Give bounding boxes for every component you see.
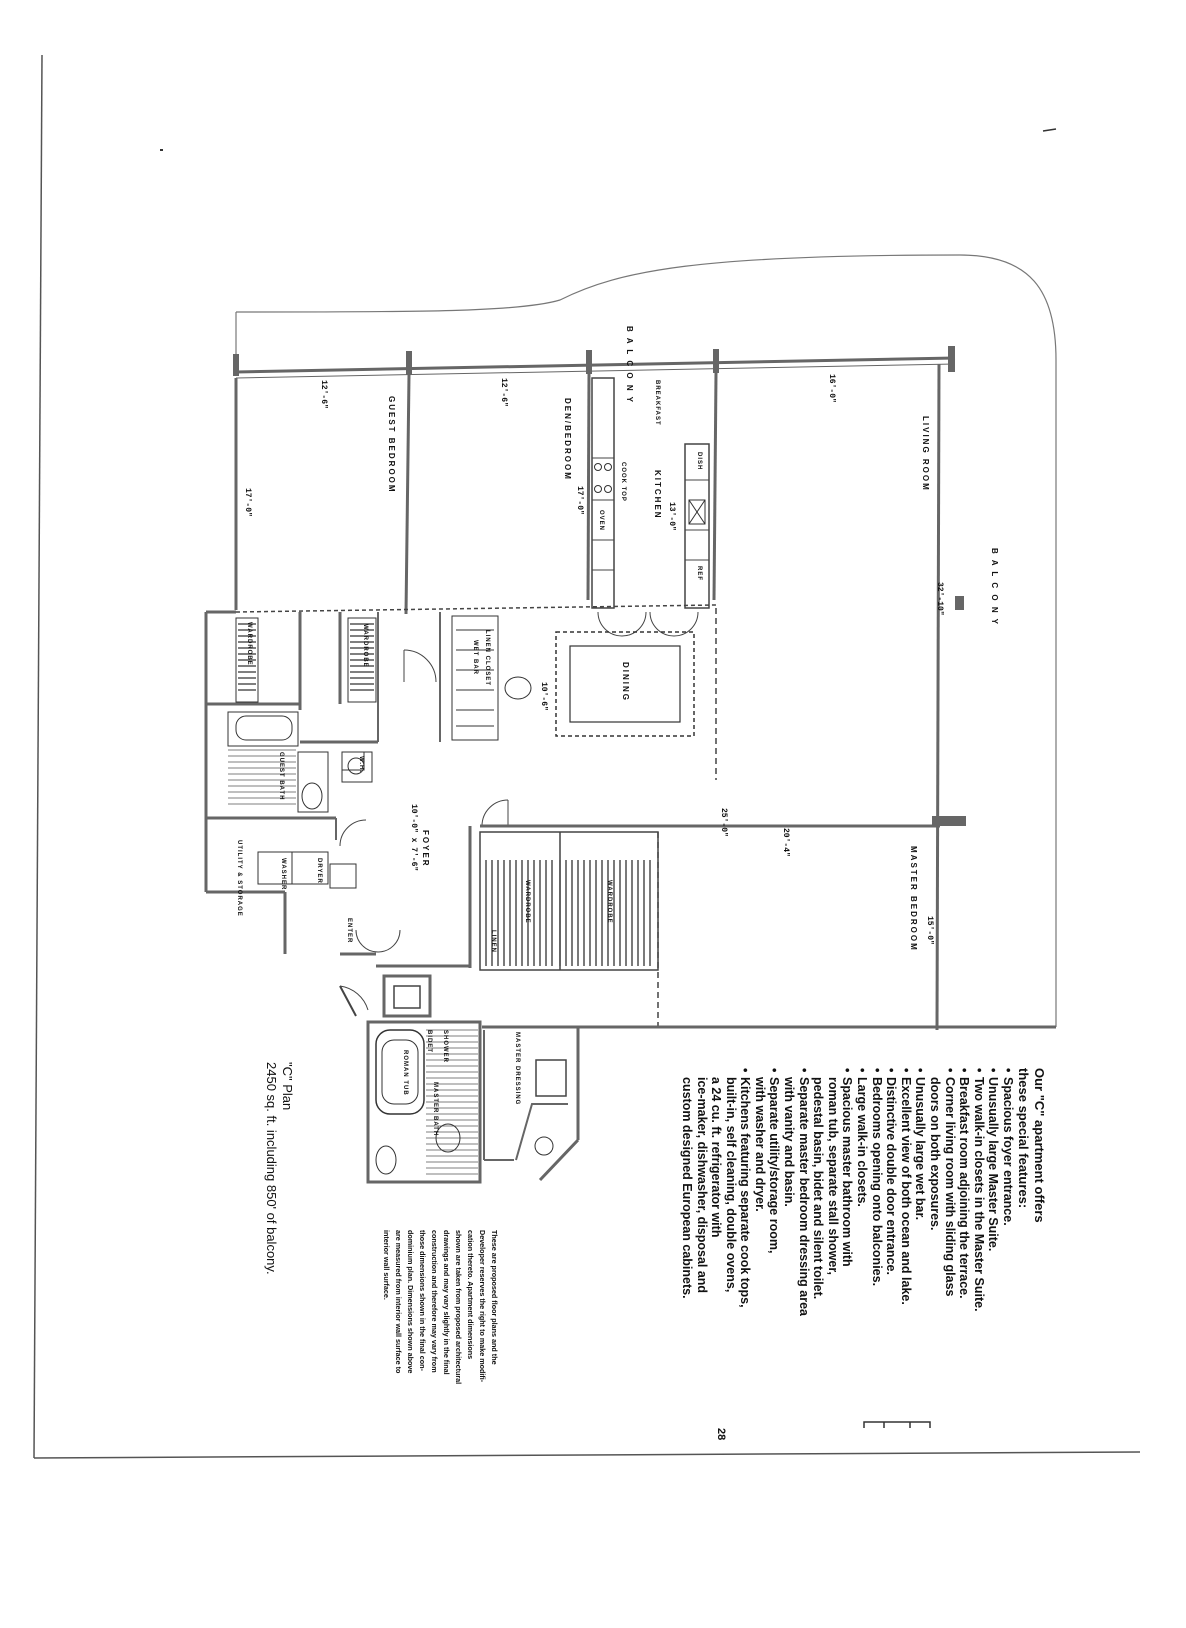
feature-item: ice-maker, dishwasher, disposal and xyxy=(694,1077,709,1294)
shower-label: SHOWER xyxy=(442,1030,448,1063)
wet-bar-label: WET BAR xyxy=(472,640,478,675)
features-intro-1: Our "C" apartment offers xyxy=(1032,1068,1047,1223)
balcony-label-right: B A L C O N Y xyxy=(990,548,999,627)
enter-label: ENTER xyxy=(346,918,352,944)
feature-item: Large walk-in closets. xyxy=(854,1068,869,1628)
guest-bedroom-width-dim: 12'-6" xyxy=(319,380,328,409)
plan-title: "C" Plan 2450 sq. ft. including 850' of … xyxy=(263,1062,295,1275)
master-bedroom-label: MASTER BEDROOM xyxy=(909,846,918,952)
disclaimer-line: are measured from interior wall surface … xyxy=(394,1230,403,1374)
wardrobe-label-2: WARDROBE xyxy=(362,624,368,668)
feature-item: Spacious foyer entrance. xyxy=(1000,1068,1015,1628)
disclaimer-line: drawings and may vary slightly in the fi… xyxy=(442,1230,451,1375)
disclaimer-line: dominium plan. Dimensions shown above xyxy=(406,1230,415,1374)
feature-item: with washer and dryer. xyxy=(752,1077,767,1212)
feature-item: Kitchens featuring separate cook tops, xyxy=(738,1068,752,1628)
balcony-label-top: B A L C O N Y xyxy=(625,326,634,405)
living-width-dim: 16'-0" xyxy=(827,374,836,403)
breakfast-label: BREAKFAST xyxy=(654,380,660,426)
roman-tub-label: ROMAN TUB xyxy=(402,1050,408,1096)
den-width-dim: 12'-6" xyxy=(499,378,508,407)
floor-plan-drawing xyxy=(33,54,1141,1459)
page-number: 28 xyxy=(715,1428,727,1441)
wardrobe-label-3: WARDROBE xyxy=(524,880,530,924)
cook-top-label: COOK TOP xyxy=(620,462,626,502)
feature-item: Bedrooms opening onto balconies. xyxy=(869,1068,884,1628)
feature-item: Two walk-in closets in the Master Suite. xyxy=(971,1068,986,1628)
feature-item: Distinctive double door entrance. xyxy=(884,1068,898,1628)
dish-label: DISH xyxy=(696,452,702,471)
foyer-label: FOYER xyxy=(421,830,430,868)
dining-label: DINING xyxy=(621,662,630,702)
oven-label: OVEN xyxy=(598,510,604,532)
disclaimer-line: Developer reserves the right to make mod… xyxy=(478,1230,487,1383)
living-room-label: LIVING ROOM xyxy=(921,416,930,492)
plan-name: "C" Plan xyxy=(280,1062,295,1111)
linen-closet-label: LINEN CLOSET xyxy=(484,630,490,687)
floor-plan-sheet: B A L C O N Y B A L C O N Y GUEST BEDROO… xyxy=(0,0,1186,1536)
feature-item: Breakfast room adjoining the terrace. xyxy=(957,1068,971,1628)
master-dressing-label: MASTER DRESSING xyxy=(514,1032,520,1106)
utility-storage-label: UTILITY & STORAGE xyxy=(236,840,242,917)
bidet-label: BIDET xyxy=(426,1030,432,1053)
disclaimer-line: construction and therefore may vary from xyxy=(430,1230,439,1373)
features-items: Spacious foyer entrance. Unusually large… xyxy=(679,1068,1015,1628)
den-length-dim: 17'-0" xyxy=(575,486,584,515)
feature-item: Excellent view of both ocean and lake. xyxy=(898,1068,913,1628)
master-bath-label: MASTER BATH xyxy=(432,1082,438,1137)
feature-item: built-in, self cleaning, double ovens, xyxy=(723,1077,738,1293)
feature-item: custom designed European cabinets. xyxy=(679,1077,694,1299)
feature-item: Separate utility/storage room, xyxy=(767,1068,782,1628)
feature-item: Corner living room with sliding glass xyxy=(942,1068,957,1628)
disclaimer-line: cation thereto. Apartment dimensions xyxy=(466,1230,475,1360)
feature-item: Unusually large wet bar. xyxy=(913,1068,927,1628)
wardrobe-label-4: WARDROBE xyxy=(606,880,612,924)
water-heater-label: W.H. xyxy=(358,756,364,773)
disclaimer-text: These are proposed floor plans and the D… xyxy=(380,1230,500,1460)
disclaimer-line: interior wall surface. xyxy=(382,1230,391,1300)
features-list: Our "C" apartment offers these special f… xyxy=(679,1068,1047,1628)
den-bedroom-label: DEN/BEDROOM xyxy=(563,398,572,481)
living-length-dim: 32'-10" xyxy=(935,582,944,616)
feature-item: with vanity and basin. xyxy=(782,1077,797,1207)
features-intro-2: these special features: xyxy=(1016,1068,1031,1209)
feature-item: Separate master bedroom dressing area xyxy=(796,1068,811,1628)
disclaimer-line: These are proposed floor plans and the xyxy=(490,1230,499,1365)
feature-item: Spacious master bathroom with xyxy=(840,1068,854,1628)
living-dining-dim: 25'-0" xyxy=(719,808,728,837)
guest-bedroom-label: GUEST BEDROOM xyxy=(387,396,396,494)
plan-area: 2450 sq. ft. including 850' of balcony. xyxy=(264,1062,279,1275)
dining-width-dim: 10'-6" xyxy=(539,682,548,711)
guest-bedroom-length-dim: 17'-0" xyxy=(243,488,252,517)
feature-item: Unusually large Master Suite. xyxy=(986,1068,1000,1628)
ref-label: REF xyxy=(696,566,702,581)
kitchen-length-dim: 13'-0" xyxy=(667,502,676,531)
linen-label: LINEN xyxy=(490,930,496,953)
kitchen-label: KITCHEN xyxy=(653,470,662,520)
master-length-dim: 15'-0" xyxy=(925,916,934,945)
feature-item: roman tub, separate stall shower, xyxy=(825,1077,840,1275)
feature-item: a 24 cu. ft. refrigerator with xyxy=(709,1077,724,1238)
feature-item: doors on both exposures. xyxy=(928,1077,943,1231)
feature-item: pedestal basin, bidet and silent toilet. xyxy=(811,1077,826,1300)
wardrobe-label-1: WARDROBE xyxy=(246,622,252,666)
dryer-label: DRYER xyxy=(316,858,322,884)
disclaimer-line: shown are taken from proposed architectu… xyxy=(454,1230,463,1385)
washer-label: WASHER xyxy=(280,858,286,891)
foyer-dim: 10'-0" x 7'-6" xyxy=(409,804,418,872)
guest-bath-label: GUEST BATH xyxy=(278,752,284,801)
disclaimer-line: those dimensions shown in the final con- xyxy=(418,1230,427,1371)
master-width-dim: 20'-4" xyxy=(781,828,790,857)
